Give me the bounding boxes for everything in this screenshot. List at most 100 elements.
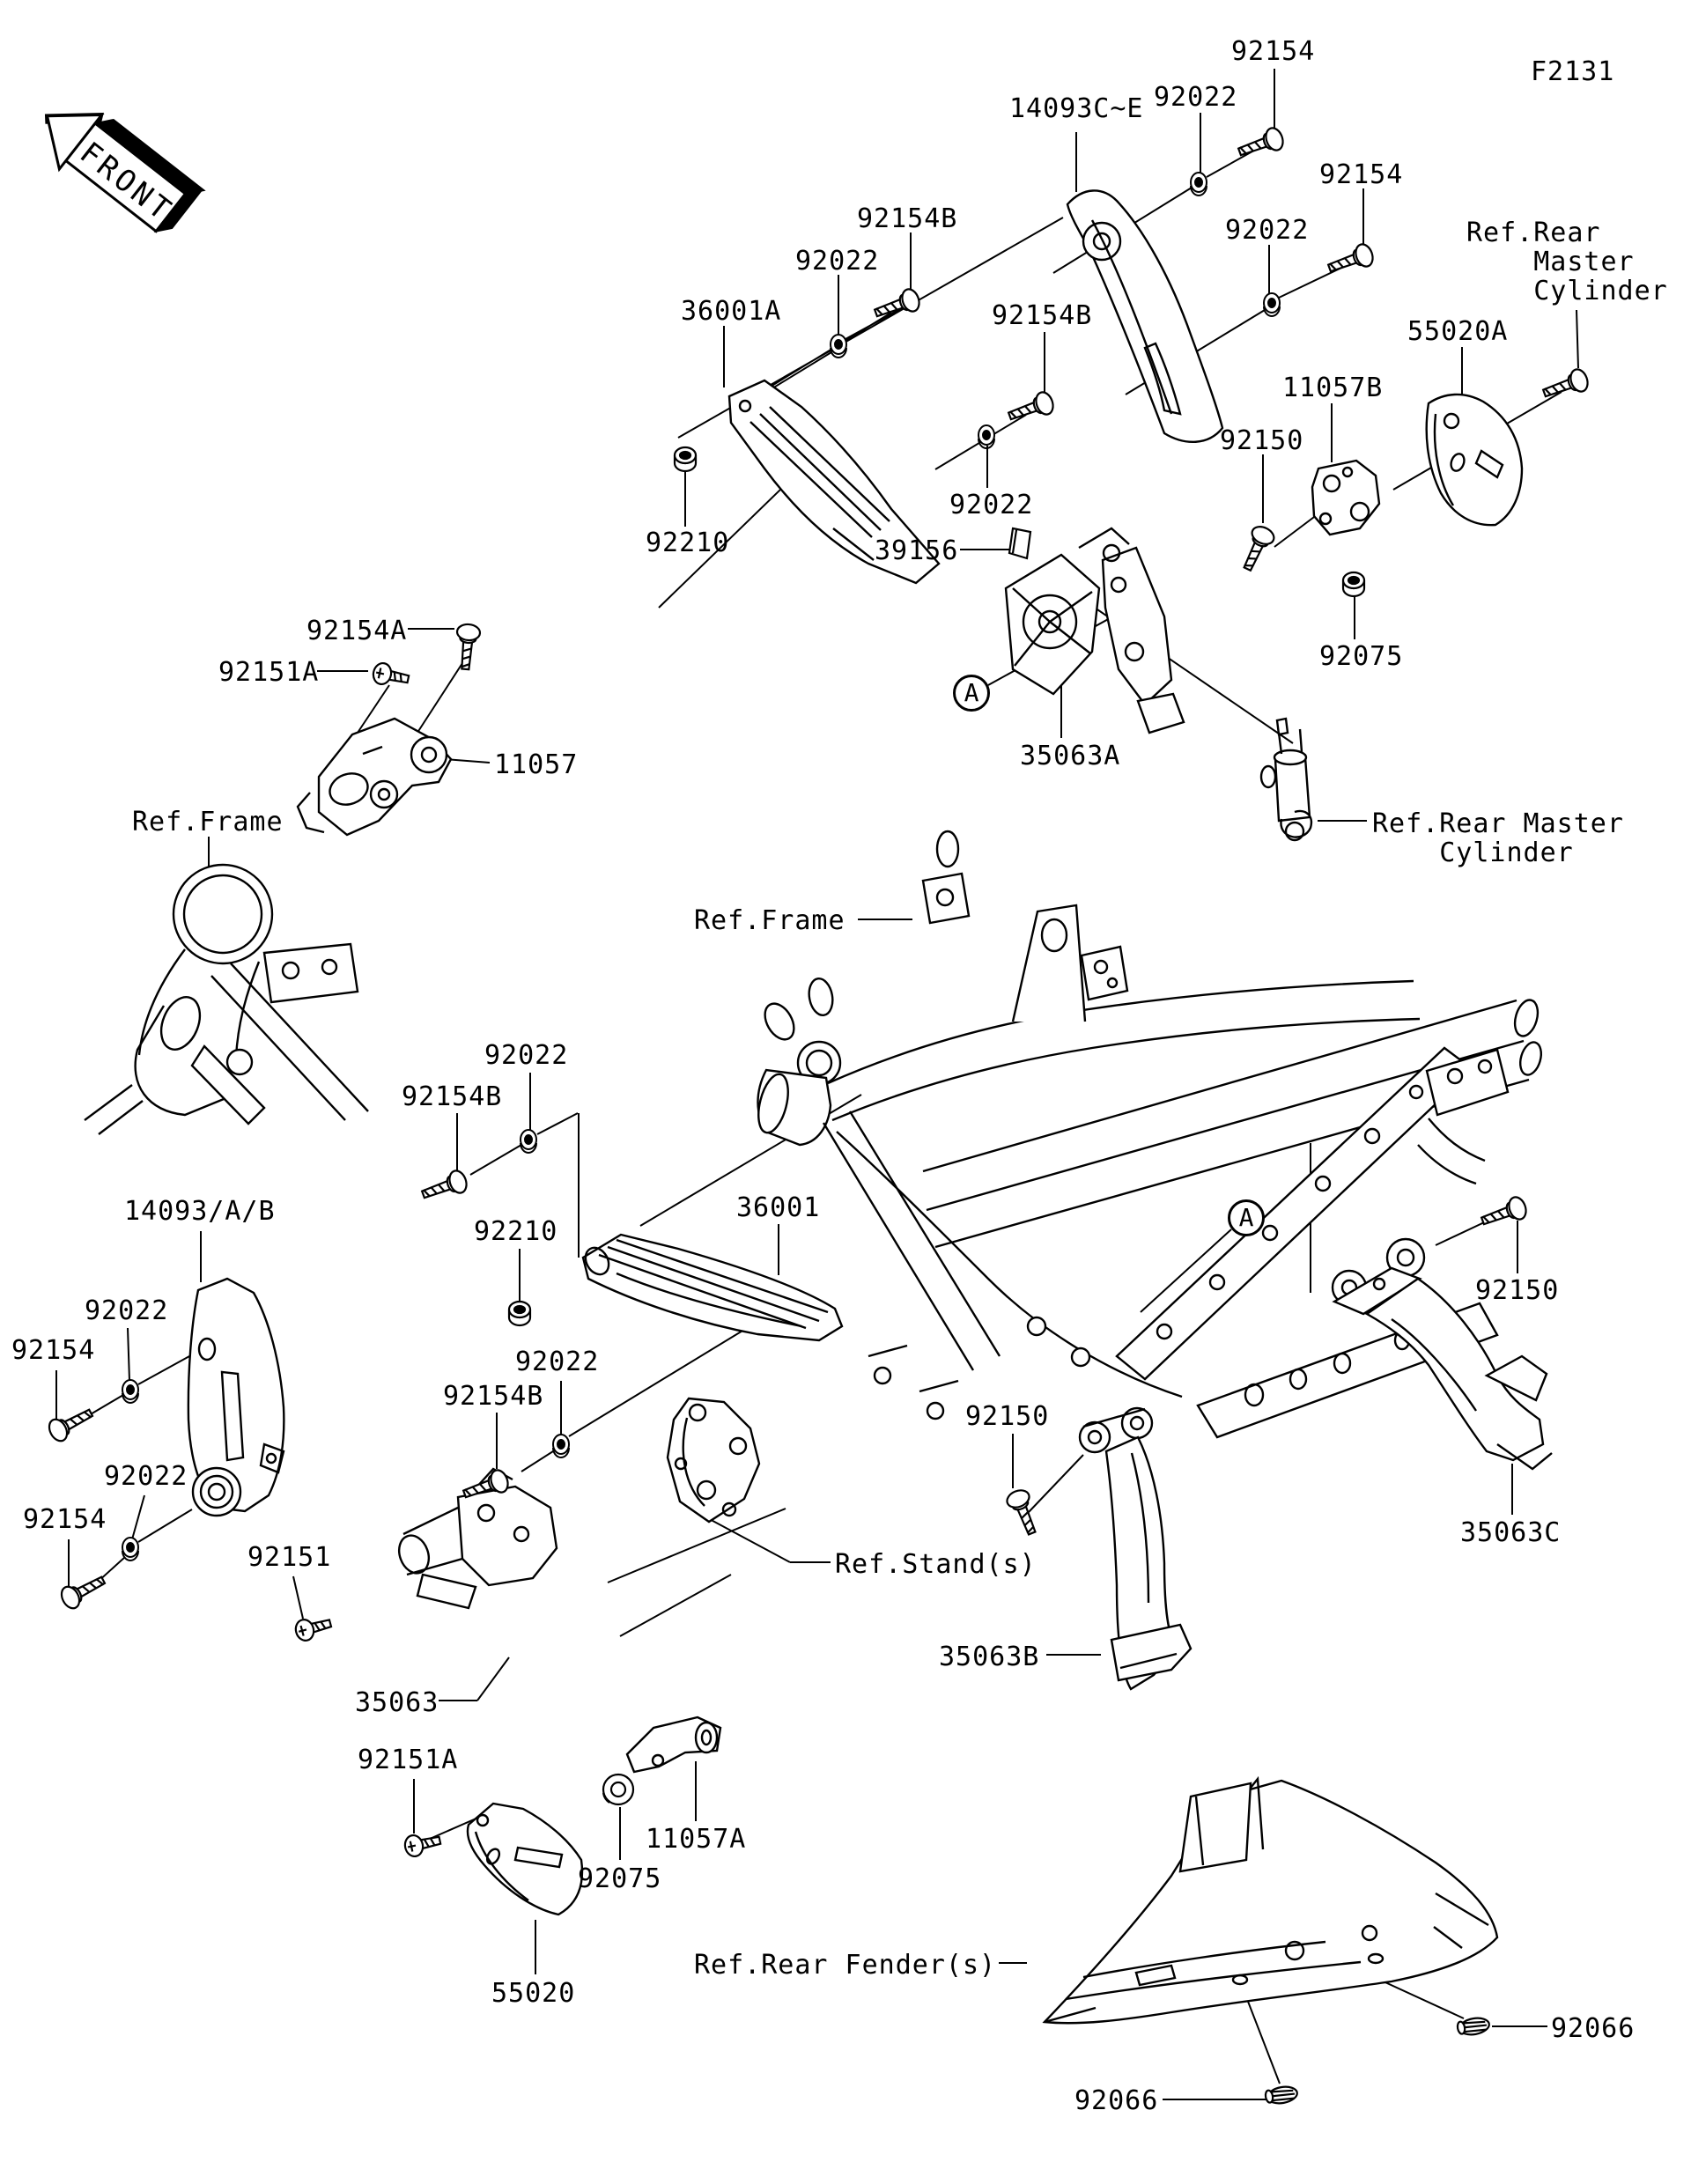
label-36001a: 36001A bbox=[681, 296, 782, 327]
part-rear-master-cylinder bbox=[1259, 717, 1313, 842]
part-36001-cover bbox=[581, 1233, 844, 1342]
label-92022-5: 92022 bbox=[484, 1040, 569, 1071]
label-36001: 36001 bbox=[736, 1192, 821, 1223]
bolt-icon bbox=[870, 285, 924, 325]
label-92210-2: 92210 bbox=[474, 1216, 558, 1247]
bolt-icon bbox=[453, 622, 482, 672]
label-11057: 11057 bbox=[494, 749, 579, 780]
bolt-icon bbox=[417, 1167, 471, 1206]
label-35063a: 35063A bbox=[1020, 741, 1121, 771]
label-92154b-2: 92154B bbox=[992, 300, 1093, 331]
bolt-icon bbox=[1236, 522, 1278, 575]
part-35063b-bracket bbox=[1078, 1406, 1193, 1691]
nut-icon bbox=[673, 446, 698, 473]
label-ref-rear-fenders: Ref.Rear Fender(s) bbox=[694, 1950, 997, 1981]
bolt-icon bbox=[44, 1401, 98, 1445]
label-92210-1: 92210 bbox=[646, 528, 730, 558]
washer-icon bbox=[520, 1129, 537, 1154]
label-92150-2: 92150 bbox=[1475, 1275, 1560, 1306]
part-rear-fender bbox=[1042, 1775, 1499, 2025]
part-36001a-cover bbox=[727, 379, 941, 585]
label-92154-top: 92154 bbox=[1231, 36, 1316, 67]
washer-icon bbox=[122, 1537, 139, 1561]
figure-code: F2131 bbox=[1531, 56, 1615, 87]
bolt-icon bbox=[56, 1568, 110, 1612]
bolt-icon bbox=[1539, 365, 1592, 405]
label-92022-1: 92022 bbox=[1154, 82, 1238, 113]
label-92022-7: 92022 bbox=[515, 1347, 600, 1377]
label-92154b-3: 92154B bbox=[402, 1081, 503, 1112]
washer-icon bbox=[830, 334, 847, 358]
label-92150-1: 92150 bbox=[1220, 425, 1304, 456]
label-ref-frame-2: Ref.Frame bbox=[694, 905, 846, 936]
label-92075-2: 92075 bbox=[578, 1863, 662, 1894]
part-11057a-bracket bbox=[625, 1715, 722, 1774]
label-ref-rear-master-cylinder-2: Ref.Rear Master Cylinder bbox=[1372, 808, 1624, 868]
label-92154b-1: 92154B bbox=[857, 203, 958, 234]
label-ref-frame-1: Ref.Frame bbox=[132, 807, 284, 837]
label-35063c: 35063C bbox=[1460, 1517, 1562, 1548]
bolt-icon bbox=[1477, 1193, 1531, 1233]
label-55020a: 55020A bbox=[1407, 316, 1509, 347]
label-92150-3: 92150 bbox=[965, 1401, 1050, 1432]
part-11057-bracket bbox=[296, 717, 453, 837]
label-11057a: 11057A bbox=[646, 1824, 747, 1855]
label-92022-3: 92022 bbox=[795, 246, 880, 277]
part-front-frame bbox=[84, 863, 369, 1135]
label-92066-1: 92066 bbox=[1551, 2013, 1636, 2044]
damper-39156-icon bbox=[1008, 527, 1032, 560]
bolt-icon bbox=[1003, 1486, 1044, 1538]
part-35063c-bracket bbox=[1331, 1237, 1553, 1471]
label-35063: 35063 bbox=[355, 1687, 439, 1718]
nut-icon bbox=[507, 1300, 532, 1327]
label-92151: 92151 bbox=[247, 1542, 332, 1573]
label-ref-rear-master-cylinder-1: Ref.Rear Master Cylinder bbox=[1466, 218, 1668, 306]
washer-icon bbox=[978, 424, 995, 449]
label-92151a-1: 92151A bbox=[218, 657, 320, 688]
part-11057b-bracket bbox=[1311, 459, 1381, 536]
plug-icon bbox=[1455, 2015, 1492, 2039]
label-92022-6: 92022 bbox=[85, 1295, 169, 1326]
label-14093c-e: 14093C~E bbox=[1009, 93, 1144, 124]
plug-icon bbox=[1263, 2084, 1300, 2107]
label-ref-stands: Ref.Stand(s) bbox=[835, 1549, 1037, 1580]
label-39156: 39156 bbox=[875, 535, 959, 566]
washer-icon bbox=[1263, 292, 1281, 317]
part-55020-guard bbox=[466, 1802, 584, 1916]
fasteners bbox=[44, 124, 1592, 2107]
part-35063a-bracket bbox=[1004, 527, 1185, 734]
label-92154-3: 92154 bbox=[11, 1335, 96, 1366]
leader-lines bbox=[55, 69, 1579, 2100]
part-35063-bracket bbox=[397, 1467, 558, 1610]
label-92154a: 92154A bbox=[306, 616, 408, 646]
label-92075-1: 92075 bbox=[1319, 641, 1404, 672]
part-stand-bracket bbox=[666, 1397, 761, 1524]
label-92154-4: 92154 bbox=[23, 1504, 107, 1535]
part-55020a-guard bbox=[1425, 393, 1524, 527]
label-35063b: 35063B bbox=[939, 1642, 1040, 1672]
washer-icon bbox=[122, 1379, 139, 1404]
nut-icon bbox=[1341, 571, 1366, 598]
label-92066-2: 92066 bbox=[1074, 2085, 1159, 2116]
damper-washer-icon bbox=[602, 1773, 635, 1806]
screw-icon bbox=[370, 660, 411, 691]
label-92022-8: 92022 bbox=[104, 1461, 188, 1492]
part-14093ab-bracket bbox=[187, 1277, 285, 1517]
label-92151a-2: 92151A bbox=[358, 1745, 459, 1775]
screw-icon bbox=[402, 1828, 443, 1859]
bolt-icon bbox=[1004, 388, 1058, 428]
label-14093-a-b: 14093/A/B bbox=[124, 1196, 276, 1227]
label-11057b: 11057B bbox=[1282, 373, 1384, 403]
part-14093ce-bracket bbox=[1066, 189, 1224, 444]
label-55020: 55020 bbox=[491, 1978, 576, 2009]
bolt-icon bbox=[1324, 240, 1377, 280]
washer-icon bbox=[552, 1434, 570, 1458]
label-92154-2: 92154 bbox=[1319, 159, 1404, 190]
view-callout-a: A bbox=[953, 675, 990, 712]
washer-icon bbox=[1190, 172, 1207, 196]
label-92022-2: 92022 bbox=[1225, 215, 1310, 246]
label-92154b-4: 92154B bbox=[443, 1381, 544, 1412]
label-92022-4: 92022 bbox=[949, 490, 1034, 520]
